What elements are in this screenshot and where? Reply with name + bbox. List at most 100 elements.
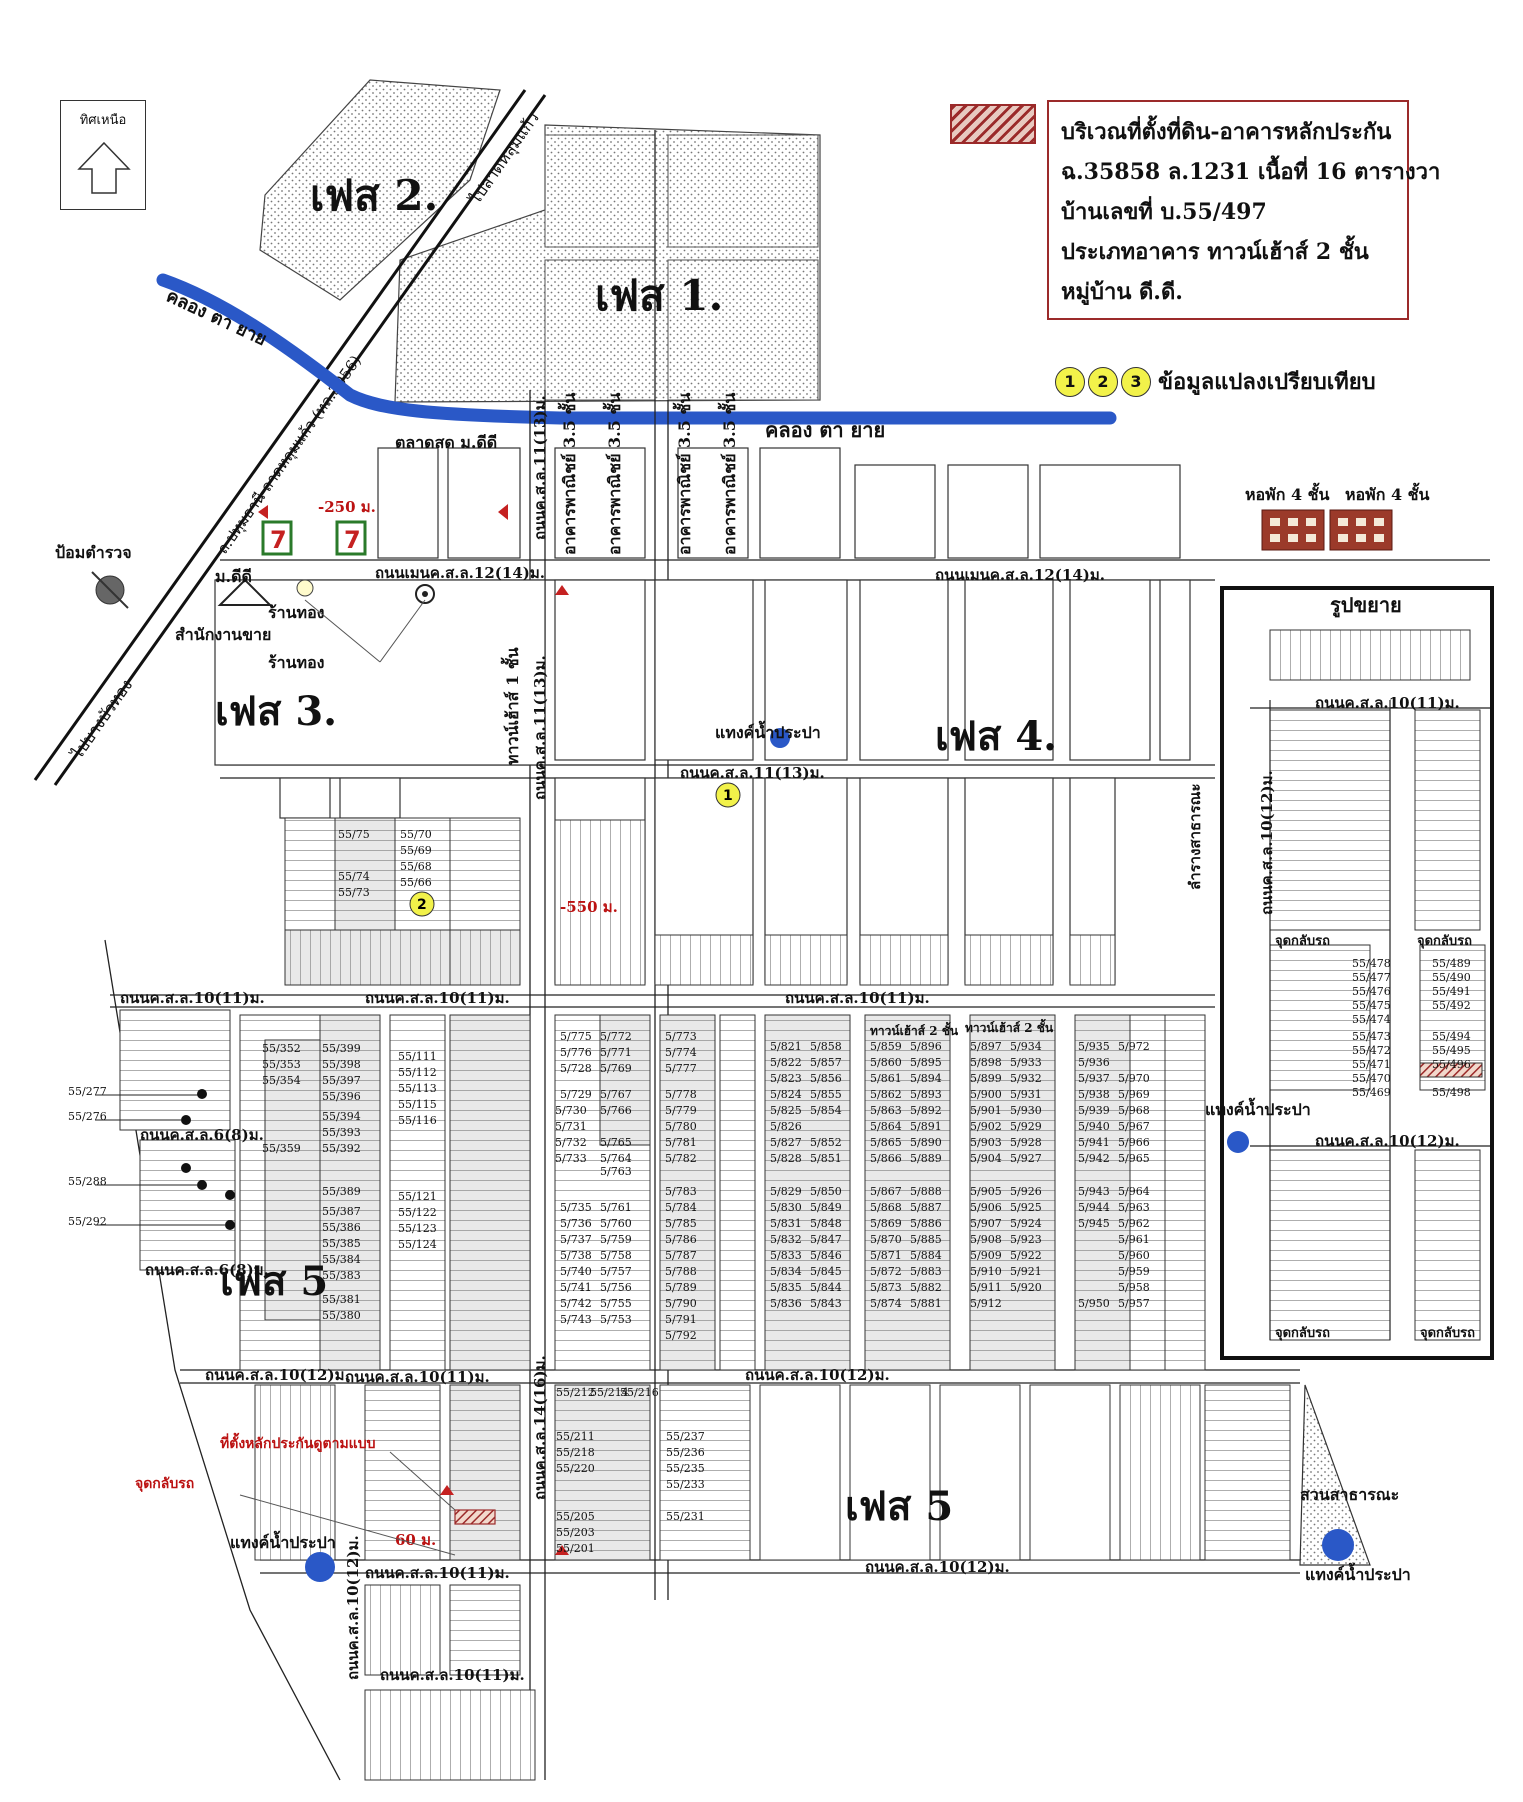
road-sl11-13-v2: ถนนค.ส.ล.11(13)ม.: [531, 395, 549, 540]
plot-label: 5/743: [560, 1313, 592, 1326]
plot-label: 55/203: [556, 1526, 595, 1539]
plot-label: 5/935: [1078, 1040, 1110, 1053]
road-sl6-8: ถนนค.ส.ล.6(8)ม.: [140, 1126, 264, 1144]
plot-label: 5/766: [600, 1104, 632, 1117]
plot-label: 5/969: [1118, 1088, 1150, 1101]
lot-strips: [119, 817, 1291, 1781]
uturn-a: จุดกลับรถ: [1275, 934, 1330, 949]
plot-label: 5/735: [560, 1201, 592, 1214]
plot-label: 5/791: [665, 1313, 697, 1326]
plot-label: 5/945: [1078, 1217, 1110, 1230]
plot-label: 5/922: [1010, 1249, 1042, 1262]
plot-label: 5/908: [970, 1233, 1002, 1246]
plot-label: 55/214: [590, 1386, 629, 1399]
legend-box: บริเวณที่ตั้งที่ดิน-อาคารหลักประกัน ฉ.35…: [1047, 100, 1440, 320]
plot-label: 5/966: [1118, 1136, 1150, 1149]
townhouse-2-label-a: ทาวน์เฮ้าส์ 2 ชั้น: [870, 1021, 959, 1038]
svg-text:1: 1: [723, 788, 733, 804]
plot-label: 5/771: [600, 1046, 632, 1059]
collateral-label: ที่ตั้งหลักประกันดูตามแบบ: [220, 1432, 376, 1452]
road-sl10-11-f: ถนนค.ส.ล.10(11)ม.: [380, 1666, 525, 1684]
plot-label: 5/881: [910, 1297, 942, 1310]
plot-label: 5/870: [870, 1233, 902, 1246]
plot-label: 5/972: [1118, 1040, 1150, 1053]
north-indicator: ทิศเหนือ: [60, 100, 146, 210]
plot-label: 55/236: [666, 1446, 705, 1459]
svg-text:7: 7: [344, 526, 361, 554]
plot-label: 5/760: [600, 1217, 632, 1230]
plot-label: 55/389: [322, 1185, 361, 1198]
plot-label: 5/941: [1078, 1136, 1110, 1149]
plot-label: 5/942: [1078, 1152, 1110, 1165]
plot-label: 5/911: [970, 1281, 1002, 1294]
plot-label: 55/111: [398, 1050, 437, 1063]
phase-3-area: [214, 579, 546, 766]
plot-label: 55/115: [398, 1098, 437, 1111]
plot-label: 5/868: [870, 1201, 902, 1214]
plot-label: 5/962: [1118, 1217, 1150, 1230]
plot-label: 5/895: [910, 1056, 942, 1069]
plot-label: 5/859: [870, 1040, 902, 1053]
plot-label: 5/756: [600, 1281, 632, 1294]
plot-label: 55/354: [262, 1074, 301, 1087]
canal: [156, 273, 1117, 425]
plot-label: 5/920: [1010, 1281, 1042, 1294]
plot-label: 55/399: [322, 1042, 361, 1055]
water-tank-1: [770, 728, 790, 748]
phase-1-label: เฟส 1.: [595, 271, 723, 320]
comparison-label: ข้อมูลแปลงเปรียบเทียบ: [1158, 369, 1376, 395]
plot-label: 5/836: [770, 1297, 802, 1310]
phase-5-label-left: เฟส 5: [220, 1258, 328, 1305]
plot-label: 5/741: [560, 1281, 592, 1294]
plot-label: 5/834: [770, 1265, 802, 1278]
plot-label: 55/66: [400, 876, 432, 889]
plot-label: 5/897: [970, 1040, 1002, 1053]
plot-label: 5/921: [1010, 1265, 1042, 1278]
plot-label: 55/491: [1432, 985, 1471, 998]
plot-label: 55/380: [322, 1309, 361, 1322]
plot-label: 55/233: [666, 1478, 705, 1491]
plot-label: 5/893: [910, 1088, 942, 1101]
plot-label: 5/889: [910, 1152, 942, 1165]
dorm-icons: [1261, 509, 1393, 551]
plot-label: 55/495: [1432, 1044, 1471, 1057]
plot-label: 5/753: [600, 1313, 632, 1326]
plot-label: 55/472: [1352, 1044, 1391, 1057]
water-tank-label-2: แทงค์น้ำประปา: [1205, 1097, 1311, 1119]
phase-5-label-right: เฟส 5: [845, 1483, 953, 1530]
plot-label: 5/730: [555, 1104, 587, 1117]
plot-label: 5/779: [665, 1104, 697, 1117]
plot-label: 55/74: [338, 870, 370, 883]
plot-label: 55/211: [556, 1430, 595, 1443]
village-label: ม.ดีดี: [215, 567, 252, 586]
plot-label: 5/774: [665, 1046, 697, 1059]
road-sl11-mid: ถนนค.ส.ล.11(13)ม.: [680, 764, 825, 782]
public-canal-v: ลำรางสาธารณะ: [1186, 783, 1204, 890]
plot-label: 5/844: [810, 1281, 842, 1294]
plot-label: 5/960: [1118, 1249, 1150, 1262]
plot-label: 5/757: [600, 1265, 632, 1278]
plot-label: 55/392: [322, 1142, 361, 1155]
distance-250: -250 ม.: [318, 498, 376, 516]
water-tank-label-4: แทงค์น้ำประปา: [1305, 1562, 1411, 1584]
plot-label: 5/733: [555, 1152, 587, 1165]
commercial-label-2: อาคารพาณิชย์ 3.5 ชั้น: [602, 393, 624, 555]
plot-label: 55/353: [262, 1058, 301, 1071]
plot-label: 5/829: [770, 1185, 802, 1198]
plot-label: 5/936: [1078, 1056, 1110, 1069]
market-label: ตลาดสด ม.ดีดี: [395, 433, 497, 452]
plot-label: 5/874: [870, 1297, 902, 1310]
commercial-label-3: อาคารพาณิชย์ 3.5 ชั้น: [672, 393, 694, 555]
plot-label: 55/70: [400, 828, 432, 841]
plot-label: 5/759: [600, 1233, 632, 1246]
plot-label: 5/860: [870, 1056, 902, 1069]
plot-label: 5/776: [560, 1046, 592, 1059]
plot-label: 5/761: [600, 1201, 632, 1214]
plot-label: 55/396: [322, 1090, 361, 1103]
plot-label: 55/124: [398, 1238, 437, 1251]
plot-label: 5/830: [770, 1201, 802, 1214]
plot-label: 5/833: [770, 1249, 802, 1262]
plot-label: 5/850: [810, 1185, 842, 1198]
plot-label: 5/728: [560, 1062, 592, 1075]
